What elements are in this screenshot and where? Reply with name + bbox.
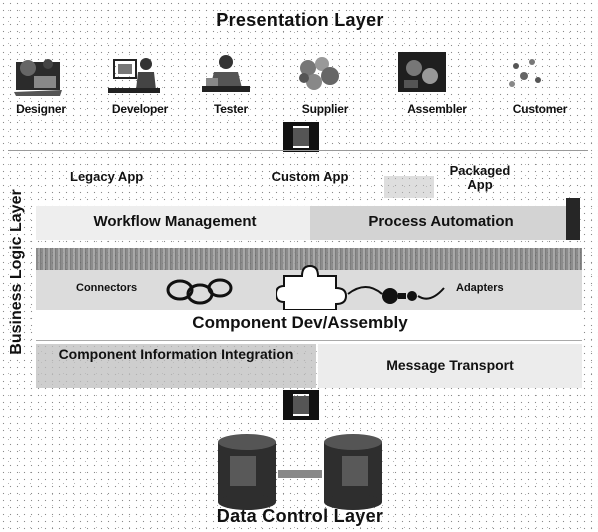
role-developer-label: Developer: [111, 102, 169, 116]
process-automation-shade: [310, 206, 566, 240]
database-link: [278, 470, 322, 478]
message-transport-band: [318, 344, 582, 388]
role-designer-label: Designer: [16, 102, 66, 116]
adapter-plug-icon: [347, 286, 445, 304]
tester-icon: [202, 55, 250, 92]
business-logic-frame: [8, 150, 588, 396]
database-left-icon: [218, 434, 276, 510]
workflow-management-label: Workflow Management: [93, 213, 257, 230]
role-assembler-label: Assembler: [407, 102, 467, 116]
message-transport-label: Message Transport: [386, 357, 514, 373]
database-right-icon: [324, 434, 382, 510]
process-automation-edge: [566, 198, 580, 240]
component-dev-band: [36, 310, 582, 341]
process-automation-label: Process Automation: [368, 213, 514, 230]
supplier-icon: [299, 57, 339, 90]
puzzle-piece-icon: [276, 264, 348, 311]
designer-icon: [14, 59, 62, 96]
component-integration-block: [36, 344, 316, 388]
packaged-app-label: Packaged App: [449, 163, 511, 192]
packaged-app-shade: [384, 176, 434, 198]
component-information-integration-label: Component Information Integration: [58, 346, 294, 362]
layer-connector-top: [283, 122, 319, 152]
data-control-layer-title: Data Control Layer: [216, 506, 384, 526]
custom-app-label: Custom App: [271, 169, 349, 184]
role-supplier-label: Supplier: [301, 102, 349, 116]
component-dev-assembly-label: Component Dev/Assembly: [192, 313, 408, 332]
legacy-app-label: Legacy App: [70, 169, 144, 184]
adapters-label: Adapters: [456, 282, 504, 294]
integration-band: [36, 248, 582, 270]
connector-chain-icon: [166, 278, 233, 305]
presentation-layer-title: Presentation Layer: [216, 10, 384, 30]
connectors-label: Connectors: [76, 282, 138, 294]
assembler-icon: [398, 52, 446, 92]
role-tester-label: Tester: [214, 102, 248, 116]
customer-icon: [509, 59, 541, 87]
role-customer-label: Customer: [512, 102, 568, 116]
layer-connector-bottom: [283, 390, 319, 420]
business-logic-layer-title: Business Logic Layer: [8, 189, 25, 355]
developer-icon: [108, 58, 160, 93]
